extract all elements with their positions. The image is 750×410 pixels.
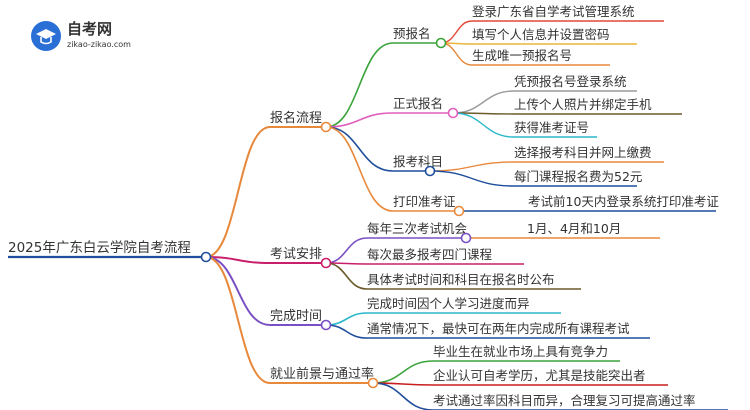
link-root-branch-0 [205,126,271,258]
link-branch-0-child-2-leaf-1 [429,170,515,187]
link-branch-0-child-1-leaf-2 [452,112,515,138]
link-branch-0-child-1-leaf-0 [452,90,515,114]
branch-3-child-2[interactable]: 考试通过率因科目而异，合理复习可提高通过率 [433,393,696,408]
branch-1-connector[interactable] [320,257,332,269]
branch-0-child-2-leaf-0[interactable]: 选择报考科目并网上缴费 [514,145,652,160]
link-branch-0-child-2 [325,126,394,172]
branch-0-child-1-leaf-1[interactable]: 上传个人照片并绑定手机 [514,97,652,112]
link-root-branch-1 [205,256,271,264]
branch-1-child-2[interactable]: 具体考试时间和科目在报名时公布 [367,272,555,287]
branch-1-child-0[interactable]: 每年三次考试机会 [367,221,468,236]
branch-0-connector[interactable] [320,121,332,133]
link-branch-1-child-0 [325,237,368,264]
branch-1[interactable]: 考试安排 [270,247,322,262]
link-branch-0-child-3 [325,126,394,212]
graduation-cap-icon [36,29,56,39]
branch-0-child-2-leaf-1[interactable]: 每门课程报名费为52元 [514,169,642,184]
branch-1-child-0-connector[interactable] [460,232,472,244]
branch-3-child-1[interactable]: 企业认可自考学历，尤其是技能突出者 [433,368,646,383]
branch-2-connector[interactable] [320,319,332,331]
branch-0-child-3-leaf-0[interactable]: 考试前10天内登录系统打印准考证 [528,194,719,209]
branch-3-connector[interactable] [367,377,379,389]
branch-1-child-1[interactable]: 每次最多报考四门课程 [367,247,493,262]
branch-2-child-0[interactable]: 完成时间因个人学习进度而异 [367,296,530,311]
link-branch-0-child-0 [325,42,394,128]
branch-0[interactable]: 报名流程 [270,110,322,126]
link-branch-1-child-2 [325,262,368,290]
logo-url: zikao-zikao.com [67,40,131,49]
branch-3[interactable]: 就业前景与通过率 [270,366,374,382]
branch-0-child-1[interactable]: 正式报名 [393,96,443,111]
branch-0-child-1-leaf-2[interactable]: 获得准考证号 [514,120,589,135]
link-branch-2-child-0 [325,312,368,326]
logo-name: 自考网 [67,20,112,38]
branch-3-child-0[interactable]: 毕业生在就业市场上具有竞争力 [433,344,608,359]
branch-0-child-1-connector[interactable] [447,107,459,119]
branch-0-child-3[interactable]: 打印准考证 [393,194,456,209]
root-topic[interactable]: 2025年广东白云学院自考流程 [8,240,191,256]
root-connector[interactable] [200,251,212,263]
link-branch-3-child-2 [372,382,434,410]
link-branch-0-child-0-leaf-0 [440,20,473,44]
branch-0-child-0[interactable]: 预报名 [393,26,431,41]
branch-0-child-1-leaf-0[interactable]: 凭预报名号登录系统 [514,74,627,89]
link-branch-0-child-1 [325,112,394,128]
branch-0-child-0-connector[interactable] [435,37,447,49]
link-branch-3-child-0 [372,360,434,384]
branch-0-child-2[interactable]: 报考科目 [393,154,443,169]
branch-0-child-2-connector[interactable] [424,165,436,177]
branch-0-child-0-leaf-1[interactable]: 填写个人信息并设置密码 [472,27,610,42]
branch-0-child-3-connector[interactable] [453,205,465,217]
branch-2-child-1[interactable]: 通常情况下，最快可在两年内完成所有课程考试 [367,321,630,336]
link-branch-0-child-0-leaf-2 [440,42,473,66]
link-root-branch-2 [205,256,271,326]
branch-0-child-0-leaf-2[interactable]: 生成唯一预报名号 [472,48,572,63]
branch-1-child-0-leaf-0[interactable]: 1月、4月和10月 [527,221,621,236]
site-logo[interactable]: 自考网 zikao-zikao.com [31,20,131,51]
branch-0-child-0-leaf-0[interactable]: 登录广东省自学考试管理系统 [472,4,635,19]
branch-2[interactable]: 完成时间 [270,309,322,324]
link-branch-2-child-1 [325,324,368,339]
link-root-branch-3 [205,256,271,384]
